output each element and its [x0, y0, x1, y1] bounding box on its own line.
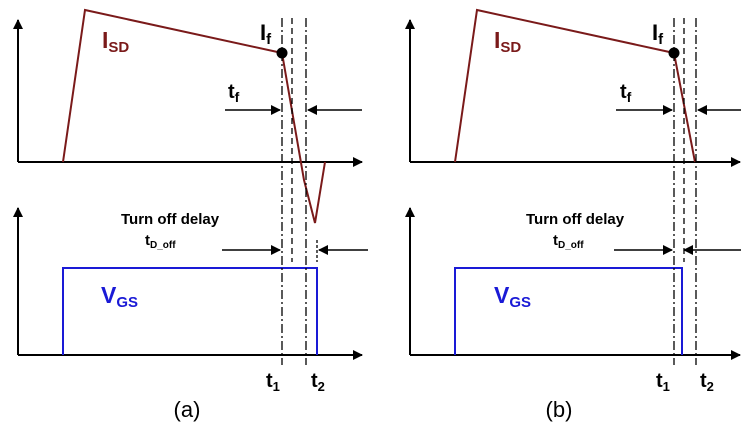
panel-a-tf-label: tf [228, 81, 240, 105]
panel-a-vgs-label: VGS [101, 282, 138, 311]
panel-a-tdoff-label: tD_off [145, 232, 176, 251]
panel-a-t2-label: t2 [311, 370, 325, 394]
panel-b: ISD If tf Turn off delay tD_off VGS t1 t… [405, 8, 741, 422]
panel-a-t1-label: t1 [266, 370, 280, 394]
panel-a-turnoff-delay-label: Turn off delay [121, 211, 220, 228]
panel-a-if-label: If [260, 20, 272, 48]
panel-b-t1-label: t1 [656, 370, 670, 394]
panel-b-isd-waveform [454, 8, 696, 163]
panel-b-tdoff-label: tD_off [553, 232, 584, 251]
panel-a: ISD If tf Turn off delay tD_off VGS t1 t… [13, 8, 368, 422]
panel-b-vgs-waveform [454, 267, 683, 355]
panel-a-isd-waveform [62, 8, 326, 224]
panel-a-isd-label: ISD [102, 27, 129, 56]
panel-b-if-label: If [652, 20, 664, 48]
panel-b-t2-label: t2 [700, 370, 714, 394]
panel-b-vgs-label: VGS [494, 282, 531, 311]
panel-b-isd-label: ISD [494, 27, 521, 56]
panel-b-caption: (b) [546, 397, 573, 422]
panel-b-turnoff-delay-label: Turn off delay [526, 211, 625, 228]
panel-a-vgs-waveform [62, 267, 318, 355]
panel-a-caption: (a) [174, 397, 201, 422]
panel-b-tf-label: tf [620, 81, 632, 105]
